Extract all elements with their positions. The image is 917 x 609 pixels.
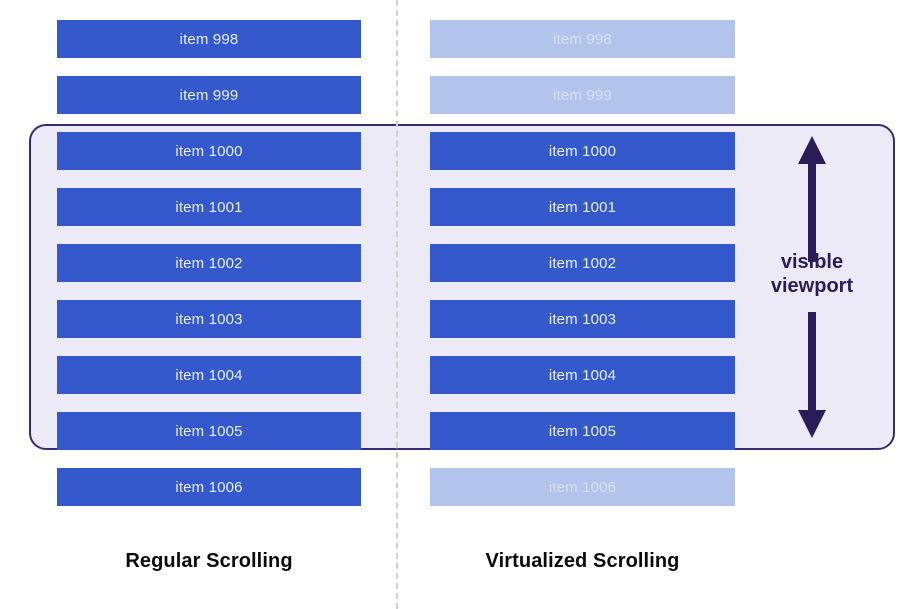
caption-regular-scrolling: Regular Scrolling <box>125 550 293 572</box>
list-item[interactable]: item 1006 <box>430 468 735 506</box>
list-item[interactable]: item 1001 <box>430 188 735 226</box>
list-item[interactable]: item 1005 <box>430 412 735 450</box>
list-item[interactable]: item 998 <box>57 20 361 58</box>
list-item[interactable]: item 999 <box>430 76 735 114</box>
caption-virtualized-scrolling: Virtualized Scrolling <box>485 550 680 572</box>
list-item[interactable]: item 1002 <box>430 244 735 282</box>
viewport-annotation-label: visible viewport <box>752 251 872 298</box>
list-item[interactable]: item 1001 <box>57 188 361 226</box>
list-item[interactable]: item 1004 <box>57 356 361 394</box>
list-item[interactable]: item 1004 <box>430 356 735 394</box>
double-arrow-icon <box>798 136 826 438</box>
list-item[interactable]: item 1000 <box>57 132 361 170</box>
list-item[interactable]: item 1003 <box>430 300 735 338</box>
list-item[interactable]: item 1003 <box>57 300 361 338</box>
viewport-label-line2: viewport <box>770 274 854 297</box>
list-item[interactable]: item 999 <box>57 76 361 114</box>
list-item[interactable]: item 1000 <box>430 132 735 170</box>
column-divider <box>396 0 398 609</box>
virtualized-scrolling-column: item 998 item 999 item 1000 item 1001 item 1… <box>430 0 735 609</box>
list-item[interactable]: item 998 <box>430 20 735 58</box>
regular-scrolling-column: item 998 item 999 item 1000 item 1001 item 1… <box>57 0 361 609</box>
viewport-annotation: visible viewport <box>752 130 872 444</box>
list-item[interactable]: item 1005 <box>57 412 361 450</box>
list-item[interactable]: item 1002 <box>57 244 361 282</box>
list-item[interactable]: item 1006 <box>57 468 361 506</box>
visible-viewport-region <box>29 124 895 450</box>
viewport-label-line1: visible <box>780 251 844 273</box>
